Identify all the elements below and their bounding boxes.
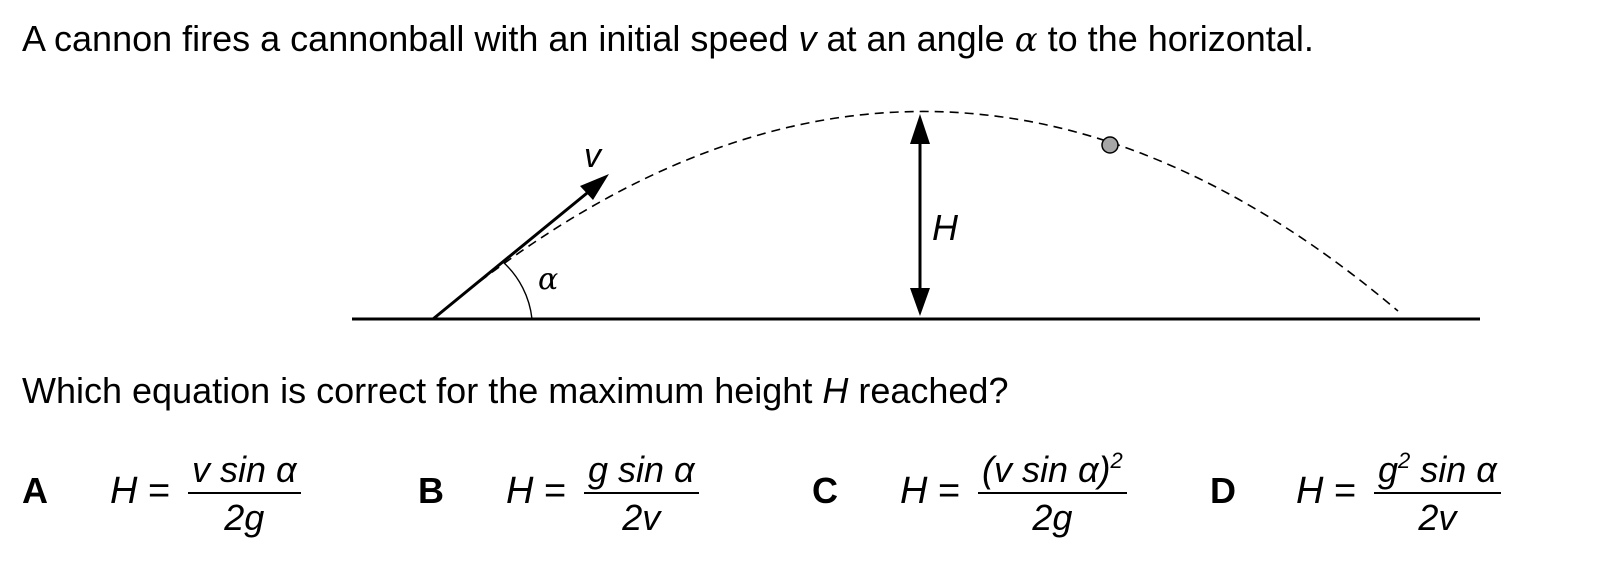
question-text: A cannon fires a cannonball with an init… [22,18,1314,61]
height-arrowhead-top [910,114,930,144]
option-lhs: H = [506,470,566,513]
equals-sign: = [927,470,961,512]
numerator-base: g [1378,449,1399,490]
equals-sign: = [137,470,171,512]
denominator: 2v [622,497,661,538]
angle-arc [502,261,533,320]
question-text-part: to the horizontal. [1037,18,1314,59]
denominator: 2g [224,497,265,538]
lhs-variable: H [1296,470,1324,512]
height-arrowhead-bottom [910,288,930,316]
lhs-variable: H [506,470,534,512]
angle-symbol: α [1014,20,1038,60]
option-letter: B [418,470,444,511]
fraction-bar [1374,492,1501,494]
numerator-exponent: 2 [1110,448,1123,473]
question-text-part: A cannon fires a cannonball with an init… [22,18,799,59]
option-fraction: g2 sin α 2v [1374,448,1501,542]
denominator: 2g [1032,497,1073,538]
numerator: v sin α [192,449,297,490]
option-letter: A [22,470,48,511]
prompt-text-part: Which equation is correct for the maximu… [22,370,823,411]
option-fraction: v sin α 2g [188,448,301,542]
prompt-text: Which equation is correct for the maximu… [22,370,1008,412]
option-letter: D [1210,470,1236,511]
numerator-exponent: 2 [1398,448,1411,473]
option-lhs: H = [900,470,960,513]
lhs-variable: H [110,470,138,512]
lhs-variable: H [900,470,928,512]
cannonball [1101,136,1119,154]
numerator-rest: sin α [1410,449,1497,490]
prompt-text-part: reached? [848,370,1009,411]
fraction-bar [584,492,699,494]
option-lhs: H = [1296,470,1356,513]
question-text-part: at an angle [816,18,1015,59]
option-lhs: H = [110,470,170,513]
height-label: H [932,207,959,248]
fraction-bar [978,492,1127,494]
height-symbol: H [822,370,849,411]
option-fraction: g sin α 2v [584,448,699,542]
numerator: g2 sin α [1374,448,1501,492]
equals-sign: = [1323,470,1357,512]
numerator: (v sin α)2 [978,448,1127,492]
equals-sign: = [533,470,567,512]
speed-symbol: v [798,18,817,59]
option-fraction: (v sin α)2 2g [978,448,1127,542]
velocity-label: v [584,137,603,175]
velocity-arrow [432,178,604,321]
velocity-arrowhead [580,174,609,200]
angle-label: α [538,262,558,297]
denominator: 2v [1418,497,1457,538]
numerator-base: (v sin α) [982,449,1111,490]
option-letter: C [812,470,838,511]
fraction-bar [188,492,301,494]
numerator: g sin α [588,449,695,490]
